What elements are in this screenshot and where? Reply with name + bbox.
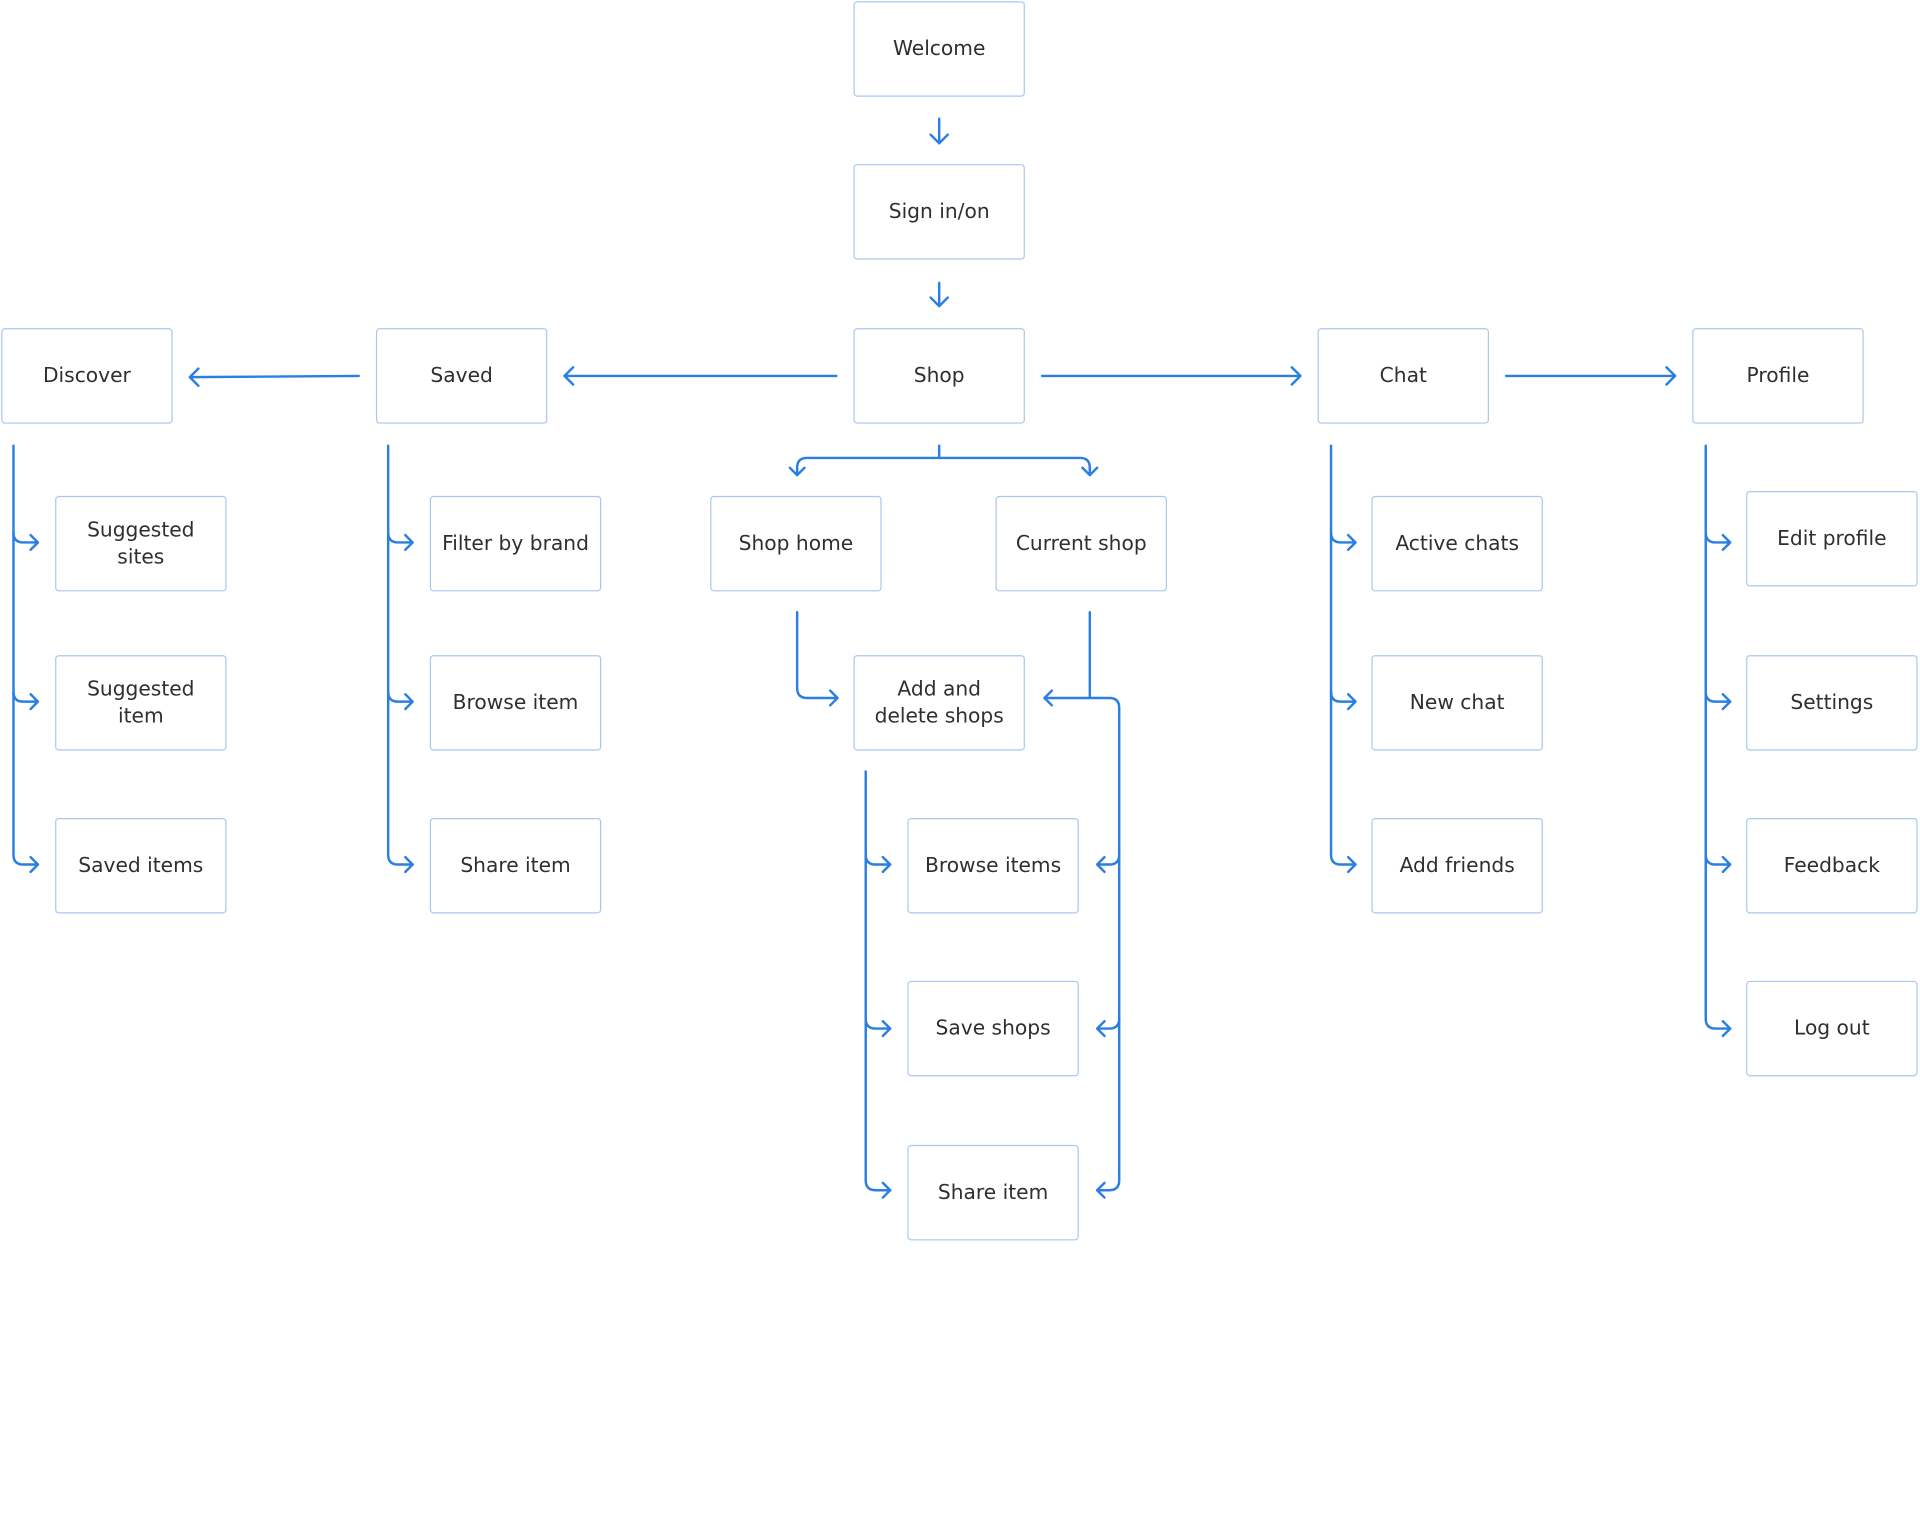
- node-welcome: Welcome: [853, 1, 1025, 97]
- arrow-discover-suggested-sites: [12, 531, 40, 552]
- node-label: Active chats: [1395, 531, 1519, 555]
- node-label: Save shops: [935, 1016, 1051, 1040]
- arrow-to-add: [1043, 689, 1054, 707]
- node-label: Browse items: [924, 853, 1062, 877]
- node-label: Welcome: [892, 36, 986, 61]
- node-active-chats: Active chats: [1371, 495, 1543, 592]
- node-label: Chat: [1379, 363, 1427, 387]
- node-save-shops: Save shops: [907, 980, 1079, 1077]
- node-label: Suggested item: [87, 677, 195, 728]
- arrow-profile-logout: [1721, 1020, 1732, 1038]
- node-label: Edit profile: [1777, 526, 1887, 550]
- node-filter-by-brand: Filter by brand: [429, 495, 602, 592]
- arrow-saved-filter: [386, 531, 414, 552]
- arrow-profile-edit: [1704, 531, 1732, 552]
- node-chat: Chat: [1317, 328, 1489, 424]
- arrow-right-save: [1095, 1017, 1121, 1038]
- node-label: Log out: [1794, 1016, 1870, 1040]
- node-label-line2: delete shops: [874, 704, 1004, 728]
- node-profile: Profile: [1692, 328, 1864, 424]
- connector-lines: [12, 117, 1732, 1199]
- arrow-saved-browse: [386, 690, 414, 711]
- rail-right: [1043, 696, 1121, 1192]
- branch-saved: [386, 444, 414, 866]
- node-label: Add friends: [1399, 853, 1515, 877]
- node-saved-share-item: Share item: [429, 817, 602, 914]
- arrow-discover-saved-items: [29, 855, 40, 874]
- node-suggested-item: Suggested item: [55, 655, 227, 751]
- arrow-signin-shop: [929, 281, 949, 308]
- node-saved: Saved: [375, 328, 548, 424]
- branch-chat: [1329, 444, 1357, 866]
- arrow-left-save: [864, 1017, 892, 1038]
- node-label: Share item: [460, 853, 571, 877]
- arrow-shophome-add: [795, 611, 839, 707]
- node-shop: Shop: [853, 328, 1025, 424]
- node-browse-item: Browse item: [429, 655, 602, 751]
- node-label: Share item: [937, 1180, 1049, 1204]
- node-feedback: Feedback: [1746, 817, 1918, 914]
- node-browse-items: Browse items: [907, 817, 1079, 914]
- branch-discover: [12, 444, 40, 866]
- node-label: Discover: [42, 363, 131, 387]
- branch-profile: [1704, 444, 1732, 1030]
- arrow-left-share: [881, 1181, 892, 1199]
- arrow-right-share: [1095, 1181, 1106, 1199]
- node-current-shop: Current shop: [995, 495, 1167, 592]
- node-label: Profile: [1746, 363, 1810, 387]
- node-log-out: Log out: [1746, 980, 1918, 1077]
- node-shop-home: Shop home: [710, 495, 882, 592]
- arrow-chat-new: [1329, 690, 1357, 711]
- node-label: Shop: [913, 363, 965, 387]
- node-label: Sign in/on: [888, 199, 990, 223]
- arrow-chat-active: [1329, 531, 1357, 552]
- node-label: New chat: [1409, 690, 1505, 714]
- node-new-chat: New chat: [1371, 655, 1543, 751]
- node-add-friends: Add friends: [1371, 817, 1543, 914]
- node-label: Saved: [430, 363, 493, 387]
- arrow-left-browse: [864, 853, 892, 874]
- node-label: Saved items: [78, 853, 204, 877]
- node-add-delete-shops: Add and delete shops: [853, 655, 1025, 751]
- split-shop: [788, 444, 941, 477]
- node-shop-share-item: Share item: [907, 1144, 1079, 1241]
- arrow-saved-share: [404, 855, 414, 874]
- node-label: Suggested sites: [87, 517, 195, 569]
- arrow-shop-chat: [1040, 366, 1302, 386]
- node-label: Filter by brand: [442, 531, 589, 555]
- arrow-right-browse: [1095, 853, 1121, 874]
- node-settings: Settings: [1746, 655, 1918, 751]
- node-label: Feedback: [1783, 853, 1880, 877]
- arrow-discover-suggested-item: [12, 690, 40, 711]
- node-label: Shop home: [738, 531, 854, 555]
- arrow-chat-profile: [1504, 366, 1677, 386]
- arrow-profile-feedback: [1704, 853, 1732, 874]
- arrow-saved-discover: [188, 367, 361, 387]
- node-discover: Discover: [1, 328, 173, 424]
- node-label-line1: Add and: [897, 677, 981, 701]
- node-label: Settings: [1790, 690, 1874, 714]
- node-sign-in: Sign in/on: [853, 164, 1025, 260]
- node-label: Current shop: [1015, 531, 1147, 555]
- node-suggested-sites: Suggested sites: [55, 495, 227, 592]
- split-shop-right: [937, 456, 1099, 477]
- arrow-welcome-signin: [929, 117, 949, 145]
- arrow-shop-saved: [563, 366, 838, 386]
- node-edit-profile: Edit profile: [1746, 491, 1918, 587]
- arrow-chat-add-friends: [1346, 855, 1357, 874]
- rail-left: [864, 770, 892, 1192]
- node-label: Browse item: [452, 690, 579, 714]
- node-saved-items: Saved items: [55, 817, 227, 914]
- arrow-profile-settings: [1704, 690, 1732, 711]
